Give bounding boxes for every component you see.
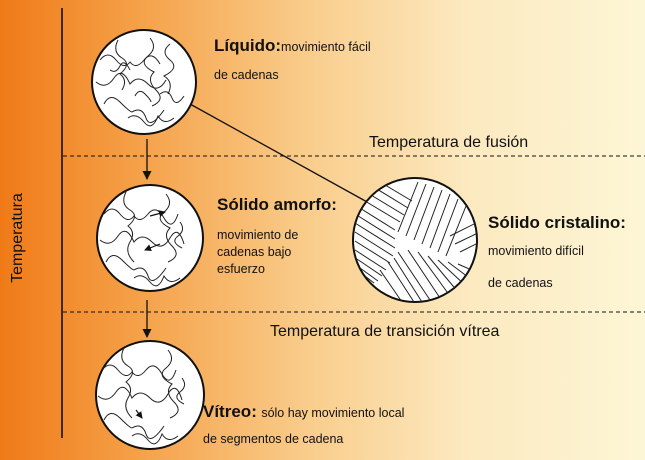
liquid-description: movimiento fácil (281, 40, 371, 54)
arrow-liquid-to-crystalline (189, 103, 379, 209)
glassy-colon: : (251, 402, 257, 421)
glassy-circle (95, 340, 205, 450)
amorphous-solid-circle (96, 184, 204, 292)
glassy-description: sólo hay movimiento local (261, 406, 405, 420)
fusion-temperature-label: Temperatura de fusión (369, 134, 529, 151)
crystalline-desc-line1: movimiento difícil (488, 244, 584, 258)
crystalline-solid-circle (352, 177, 478, 303)
liquid-description-line2: de cadenas (214, 68, 279, 82)
liquid-colon: : (275, 36, 282, 55)
crystalline-colon: : (620, 213, 626, 232)
glassy-description-line2: de segmentos de cadena (203, 432, 344, 446)
glass-transition-temperature-label: Temperatura de transición vítrea (270, 323, 500, 340)
amorphous-heading: Sólido amorfo: (217, 195, 337, 215)
amorphous-desc-line1: movimiento de (217, 228, 299, 242)
liquid-heading: Líquido:movimiento fácil (214, 36, 371, 56)
amorphous-desc-line3: esfuerzo (217, 262, 265, 276)
liquid-chains-circle (91, 29, 197, 135)
crystalline-title: Sólido cristalino (488, 213, 621, 232)
amorphous-title: Sólido amorfo (217, 195, 332, 214)
glassy-title: Vítreo (203, 402, 252, 421)
glassy-heading: Vítreo: sólo hay movimiento local (203, 402, 404, 422)
liquid-title: Líquido (214, 36, 276, 55)
crystalline-desc-line2: de cadenas (488, 276, 553, 290)
temperature-axis-label: Temperatura (9, 193, 26, 283)
amorphous-desc-line2: cadenas bajo (217, 245, 292, 259)
amorphous-colon: : (331, 195, 337, 214)
crystalline-heading: Sólido cristalino: (488, 213, 626, 233)
